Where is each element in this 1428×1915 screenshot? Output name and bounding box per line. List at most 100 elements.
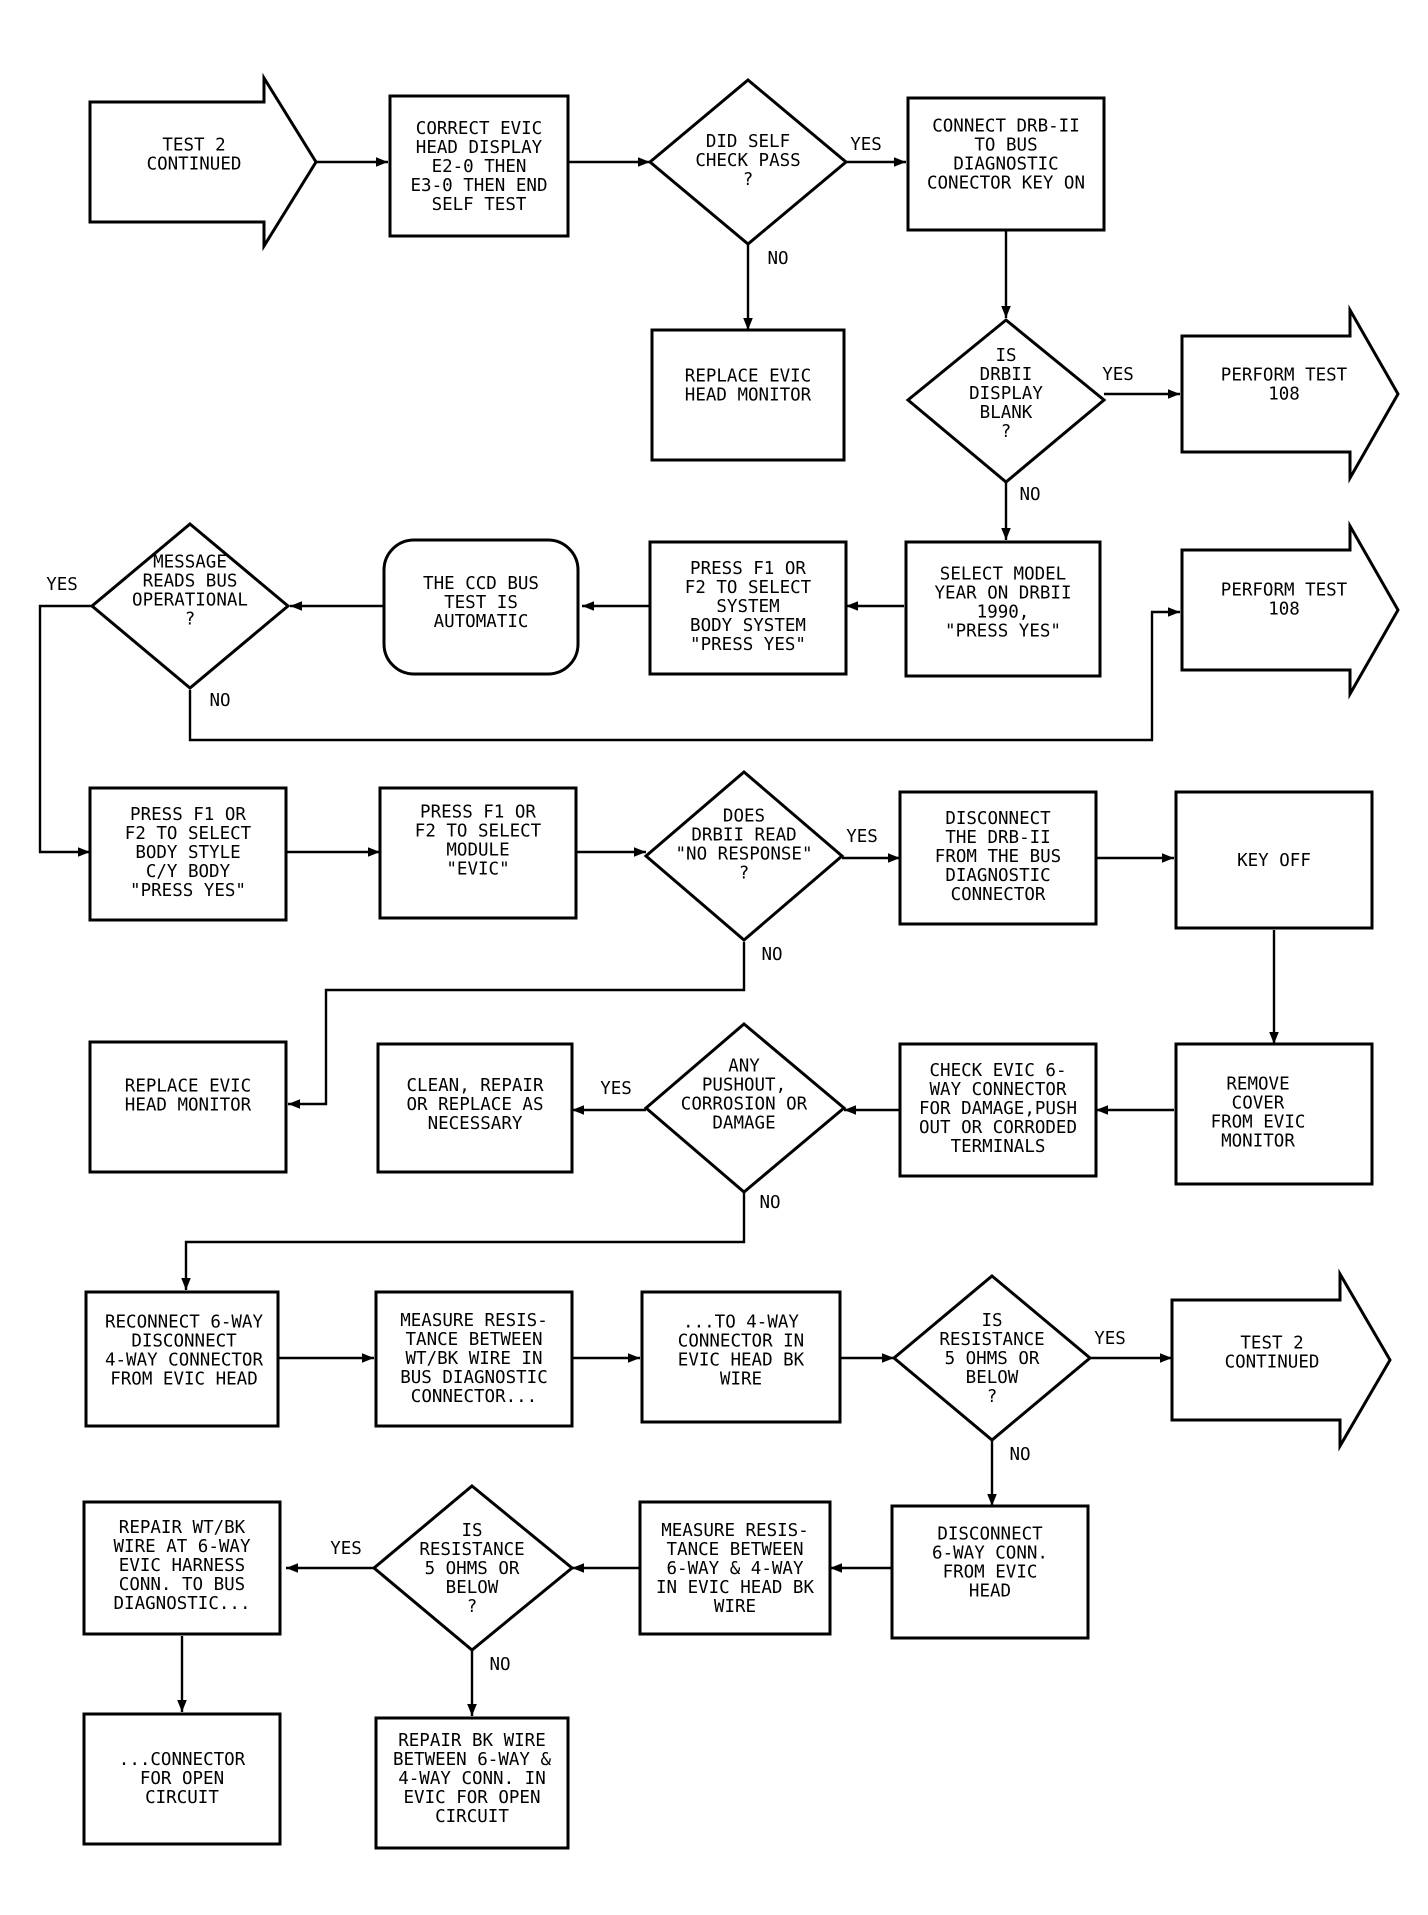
no-response-shape: [643, 770, 845, 942]
label-line: EVIC HARNESS: [119, 1556, 245, 1576]
label-line: 6-WAY & 4-WAY: [667, 1559, 804, 1579]
label-line: FOR DAMAGE,PUSH: [919, 1099, 1077, 1119]
label-pushout-no: NO: [759, 1193, 780, 1213]
label-line: DIAGNOSTIC: [945, 866, 1050, 886]
label-line: 1990,: [977, 603, 1030, 623]
label-noresponse-yes: YES: [846, 827, 878, 847]
label-line: PUSHOUT,: [702, 1076, 786, 1096]
label-line: CIRCUIT: [145, 1788, 219, 1808]
label-line: PRESS F1 OR: [420, 803, 536, 823]
label-line: CONTINUED: [147, 155, 242, 175]
check-evic-shape: [898, 1042, 1098, 1178]
key-off-label: KEY OFF: [1237, 851, 1311, 871]
label-line: CORROSION OR: [681, 1095, 808, 1115]
label-message-yes: YES: [46, 575, 78, 595]
label-line: TEST 2: [162, 136, 225, 156]
correct-evic-shape: [388, 94, 570, 238]
perform-108-b-shape: [1180, 520, 1400, 700]
label-line: TEST 2: [1240, 1334, 1303, 1354]
label-line: EVIC HEAD BK: [678, 1351, 805, 1371]
label-line: PERFORM TEST: [1221, 366, 1348, 386]
clean-repair-shape: [376, 1042, 574, 1174]
label-resistance2-no: NO: [489, 1655, 510, 1675]
key-off-shape: [1174, 790, 1374, 930]
label-line: SELF TEST: [432, 195, 527, 215]
label-line: CONTINUED: [1225, 1353, 1320, 1373]
label-line: WIRE: [720, 1370, 762, 1390]
label-line: BETWEEN 6-WAY &: [393, 1750, 552, 1770]
label-line: OUT OR CORRODED: [919, 1118, 1077, 1138]
label-line: YEAR ON DRBII: [935, 584, 1072, 604]
label-line: REPAIR BK WIRE: [398, 1731, 546, 1751]
label-line: HEAD: [969, 1582, 1011, 1602]
label-line: 6-WAY CONN.: [932, 1544, 1048, 1564]
remove-cover-shape: [1174, 1042, 1374, 1186]
label-resistance2-yes: YES: [330, 1539, 362, 1559]
label-line: ?: [987, 1387, 998, 1407]
label-line: WIRE: [714, 1597, 756, 1617]
label-line: MEASURE RESIS-: [661, 1521, 809, 1541]
label-line: ?: [185, 610, 196, 630]
label-line: IS: [995, 346, 1016, 366]
label-line: IS: [981, 1311, 1002, 1331]
label-line: PRESS F1 OR: [130, 805, 246, 825]
label-line: ...TO 4-WAY: [683, 1313, 799, 1333]
resistance-1-shape: [891, 1274, 1093, 1442]
connector-open-shape: [82, 1712, 282, 1846]
label-line: FROM EVIC: [943, 1563, 1038, 1583]
label-line: KEY OFF: [1237, 851, 1311, 871]
label-line: DAMAGE: [712, 1114, 775, 1134]
label-line: REPLACE EVIC: [685, 367, 811, 387]
label-line: PERFORM TEST: [1221, 581, 1348, 601]
label-line: HEAD DISPLAY: [416, 138, 543, 158]
edge-noresponse-no: [288, 942, 746, 1109]
measure-1-shape: [374, 1290, 574, 1428]
label-line: EVIC FOR OPEN: [404, 1788, 541, 1808]
label-line: DISCONNECT: [131, 1332, 237, 1352]
measure-2-shape: [638, 1500, 832, 1636]
resistance-2-shape: [371, 1484, 575, 1652]
label-line: BODY STYLE: [135, 843, 240, 863]
label-line: CIRCUIT: [435, 1807, 509, 1827]
label-line: REPLACE EVIC: [125, 1077, 251, 1097]
label-blank-yes: YES: [1102, 365, 1134, 385]
label-line: AUTOMATIC: [434, 612, 529, 632]
label-line: CHECK PASS: [695, 151, 800, 171]
repair-wtbk-shape: [82, 1500, 282, 1636]
label-line: MEASURE RESIS-: [400, 1311, 548, 1331]
label-line: ?: [467, 1597, 478, 1617]
label-line: TERMINALS: [951, 1137, 1046, 1157]
label-blank-no: NO: [1019, 485, 1040, 505]
label-line: THE CCD BUS: [423, 574, 539, 594]
connect-drb-shape: [906, 96, 1106, 232]
label-noresponse-no: NO: [761, 945, 782, 965]
label-line: READS BUS: [143, 572, 238, 592]
disconnect-drb-shape: [898, 790, 1098, 926]
